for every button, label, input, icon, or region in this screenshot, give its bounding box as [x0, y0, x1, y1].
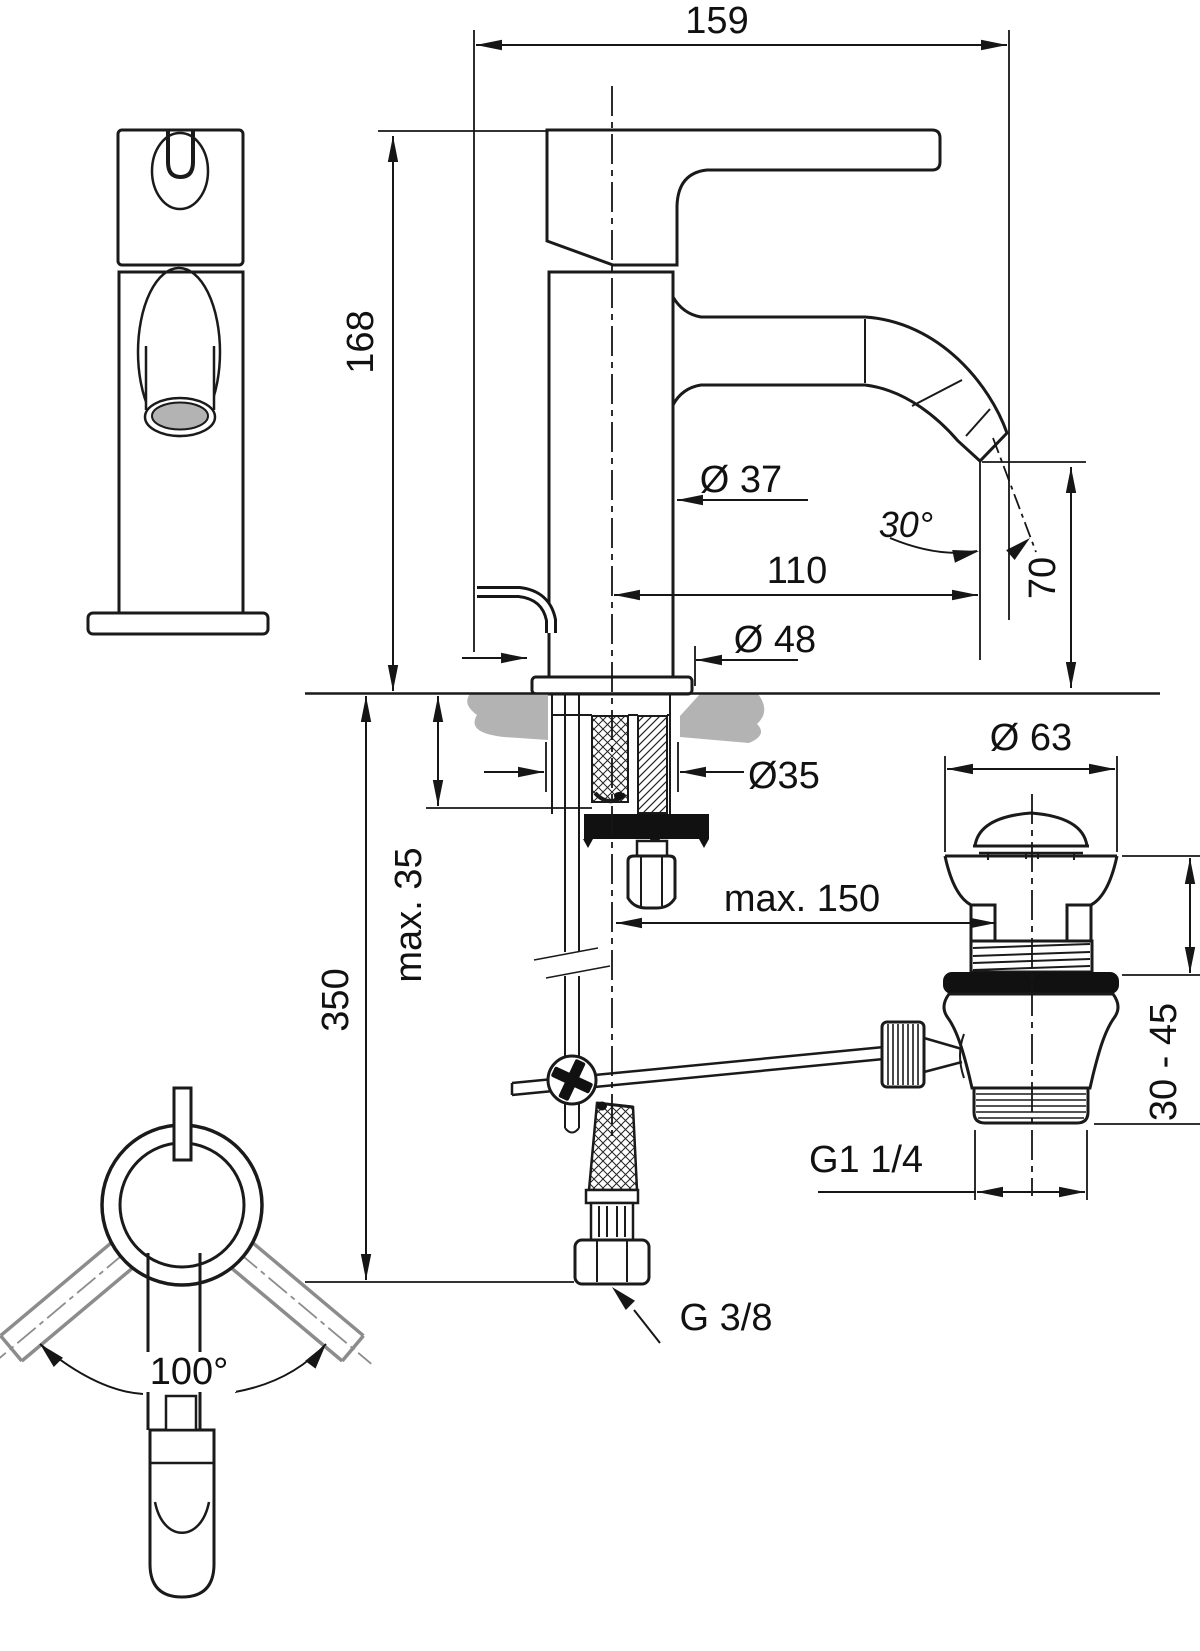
- front-handle-block: [116, 128, 245, 267]
- waste-plug-cap: [973, 811, 1089, 847]
- g38-connection-nut: [573, 1238, 651, 1286]
- dim-supply-thread: G 3/8: [612, 1287, 773, 1344]
- fixing-nut-collar: [635, 839, 669, 858]
- plan-lever-grip: [148, 1428, 216, 1599]
- dim-rod-reach: max. 150: [616, 878, 996, 929]
- outlet-axis-line: [992, 437, 1037, 553]
- dim-body-height: 168: [340, 130, 547, 691]
- waste-gasket: [943, 972, 1119, 994]
- dim-deck-thickness: max. 35: [388, 696, 592, 983]
- swivel-arc: [39, 1343, 144, 1395]
- dim-label-d63: Ø 63: [990, 717, 1072, 759]
- pop-up-rod: [533, 694, 611, 1134]
- supply-hose-upper: [591, 715, 629, 803]
- dim-mounting-hole: Ø35: [484, 742, 820, 797]
- dim-label-100deg: 100°: [150, 1351, 229, 1393]
- dim-label-d48: Ø 48: [734, 619, 816, 661]
- supply-hose-lower: [573, 1101, 651, 1286]
- side-lever-handle: [545, 128, 942, 267]
- dim-label-max35: max. 35: [388, 847, 430, 982]
- dim-basin-thickness: 30 - 45: [1094, 855, 1200, 1125]
- plan-body-inner-circle: [118, 1141, 246, 1269]
- rod-clamp: [546, 1054, 598, 1106]
- pop-up-waste-assembly: [880, 811, 1120, 1125]
- plan-view-swivel: [0, 1086, 372, 1599]
- dim-spout-reach: 110: [614, 550, 978, 601]
- dim-label-350: 350: [315, 968, 357, 1031]
- fixing-nut: [626, 854, 677, 910]
- dim-label-g38: G 3/8: [680, 1297, 773, 1339]
- dim-body-diameter: Ø 37: [677, 459, 808, 506]
- dim-base-diameter: Ø 48: [462, 619, 816, 686]
- side-spout: [671, 291, 1009, 464]
- dim-label-110: 110: [767, 550, 828, 592]
- side-view: [477, 128, 1009, 696]
- countertop-left: [467, 694, 548, 740]
- fixing-washer: [584, 814, 709, 839]
- dim-outlet-angle: 30°: [879, 504, 1030, 563]
- dim-swivel-angle: 100°: [150, 1351, 229, 1393]
- dim-label-30-45: 30 - 45: [1143, 1003, 1185, 1121]
- dim-total-width: 159: [473, 0, 1010, 660]
- plan-pullrod: [172, 1086, 193, 1162]
- fixing-stud: [637, 715, 668, 814]
- dim-label-g114: G1 1/4: [809, 1139, 923, 1181]
- installation-section: [305, 692, 1160, 1286]
- front-lever-slot: [166, 131, 195, 180]
- dim-label-70: 70: [1022, 557, 1064, 599]
- front-lever-knob: [150, 131, 210, 211]
- front-view: [86, 128, 270, 636]
- dim-label-168: 168: [340, 310, 382, 373]
- dim-outlet-height: 70: [982, 461, 1086, 688]
- dim-label-d35: Ø35: [748, 755, 820, 797]
- side-body-pillar: [547, 270, 675, 679]
- waste-outlet-thread: [972, 1088, 1090, 1125]
- dim-label-d37: Ø 37: [700, 459, 782, 501]
- front-base-plate: [86, 611, 270, 636]
- dim-label-159: 159: [685, 0, 748, 42]
- front-spout-opening: [151, 401, 209, 431]
- dim-hose-length: 350: [305, 696, 574, 1283]
- dim-label-30deg: 30°: [879, 504, 933, 545]
- waste-body: [942, 992, 1120, 1090]
- front-body: [117, 270, 245, 615]
- countertop-right: [680, 694, 765, 743]
- dim-waste-thread: G1 1/4: [809, 1130, 1088, 1200]
- dim-label-max150: max. 150: [724, 878, 880, 920]
- dim-waste-diameter: Ø 63: [944, 717, 1118, 852]
